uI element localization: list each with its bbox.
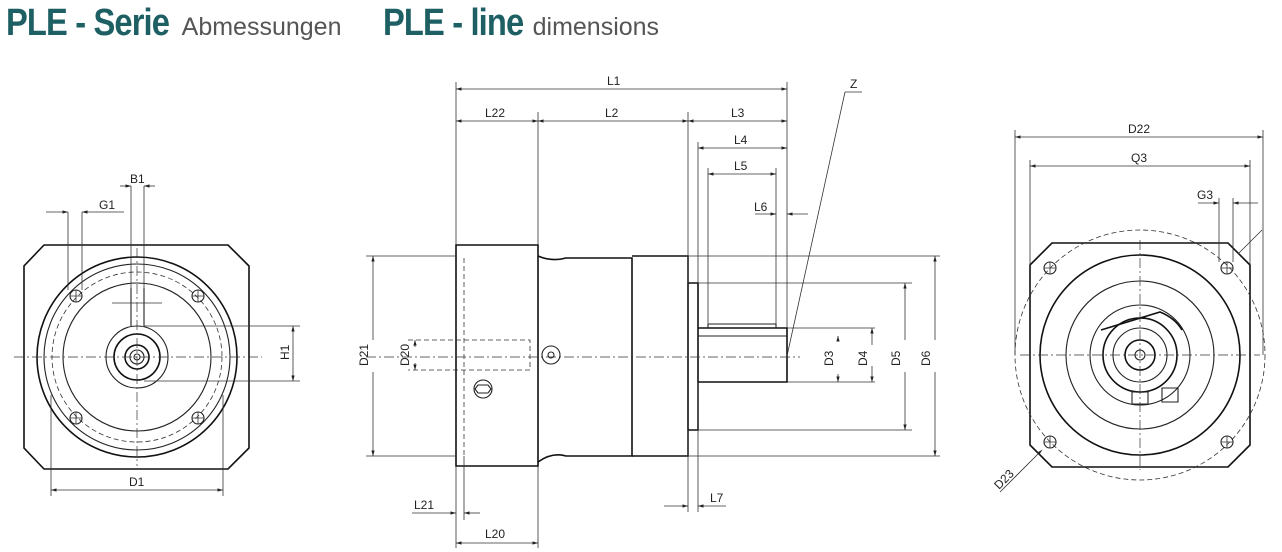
label-d4: D4 — [856, 350, 870, 366]
label-l1: L1 — [607, 74, 621, 88]
label-g3: G3 — [1197, 188, 1213, 202]
label-h1: H1 — [278, 344, 292, 360]
label-l6: L6 — [754, 200, 768, 214]
label-d20: D20 — [398, 344, 412, 366]
label-g1: G1 — [99, 198, 115, 212]
label-l20: L20 — [485, 527, 505, 541]
label-d22: D22 — [1128, 122, 1150, 136]
front-bolt-holes — [69, 289, 205, 425]
title-en-light: dimensions — [532, 13, 660, 41]
label-d3: D3 — [822, 350, 836, 366]
front-view: B1 G1 H1 D1 — [14, 172, 300, 496]
label-d6: D6 — [919, 350, 933, 366]
title-de-bold: PLE - Serie — [6, 2, 170, 44]
label-b1: B1 — [130, 172, 145, 186]
label-l4: L4 — [734, 133, 748, 147]
label-l3: L3 — [731, 106, 745, 120]
label-d1: D1 — [129, 475, 145, 489]
label-l2: L2 — [605, 106, 619, 120]
label-d5: D5 — [889, 350, 903, 366]
label-d21: D21 — [357, 344, 371, 366]
rear-view: D22 Q3 G3 D23 — [991, 122, 1266, 493]
title-en-bold: PLE - line — [383, 2, 524, 44]
rear-bolt-holes — [1043, 261, 1234, 449]
label-q3: Q3 — [1131, 151, 1147, 165]
side-view: L1 L22 L2 L3 L4 L5 L6 Z D3 D4 — [357, 74, 940, 548]
label-l22: L22 — [485, 106, 505, 120]
page-title: PLE - Serie Abmessungen PLE - line dimen… — [6, 2, 659, 46]
label-l21: L21 — [414, 498, 434, 512]
label-l7: L7 — [710, 491, 724, 505]
title-de-light: Abmessungen — [181, 13, 342, 41]
label-z: Z — [850, 77, 857, 91]
label-l5: L5 — [734, 159, 748, 173]
label-d23: D23 — [991, 466, 1017, 492]
